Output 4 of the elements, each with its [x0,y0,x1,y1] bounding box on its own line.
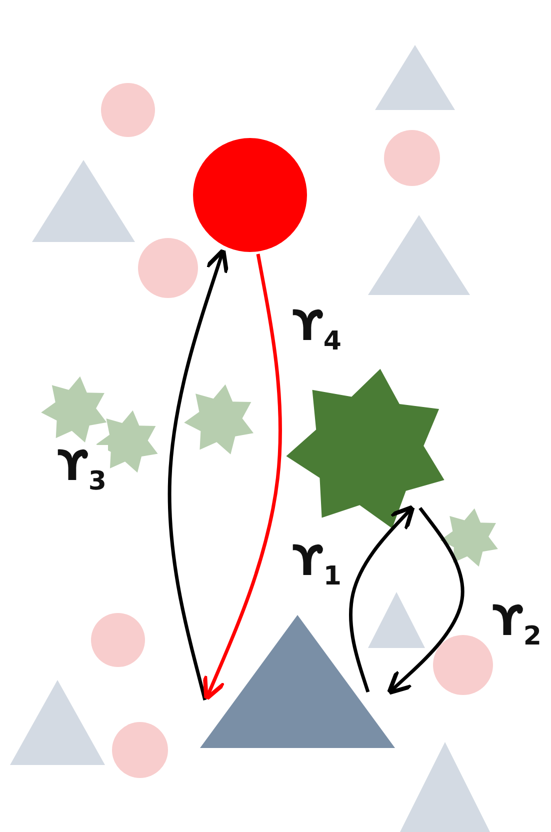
arrow [168,248,229,700]
arrow [386,506,464,695]
arrow [202,254,282,701]
arrow [349,504,415,693]
